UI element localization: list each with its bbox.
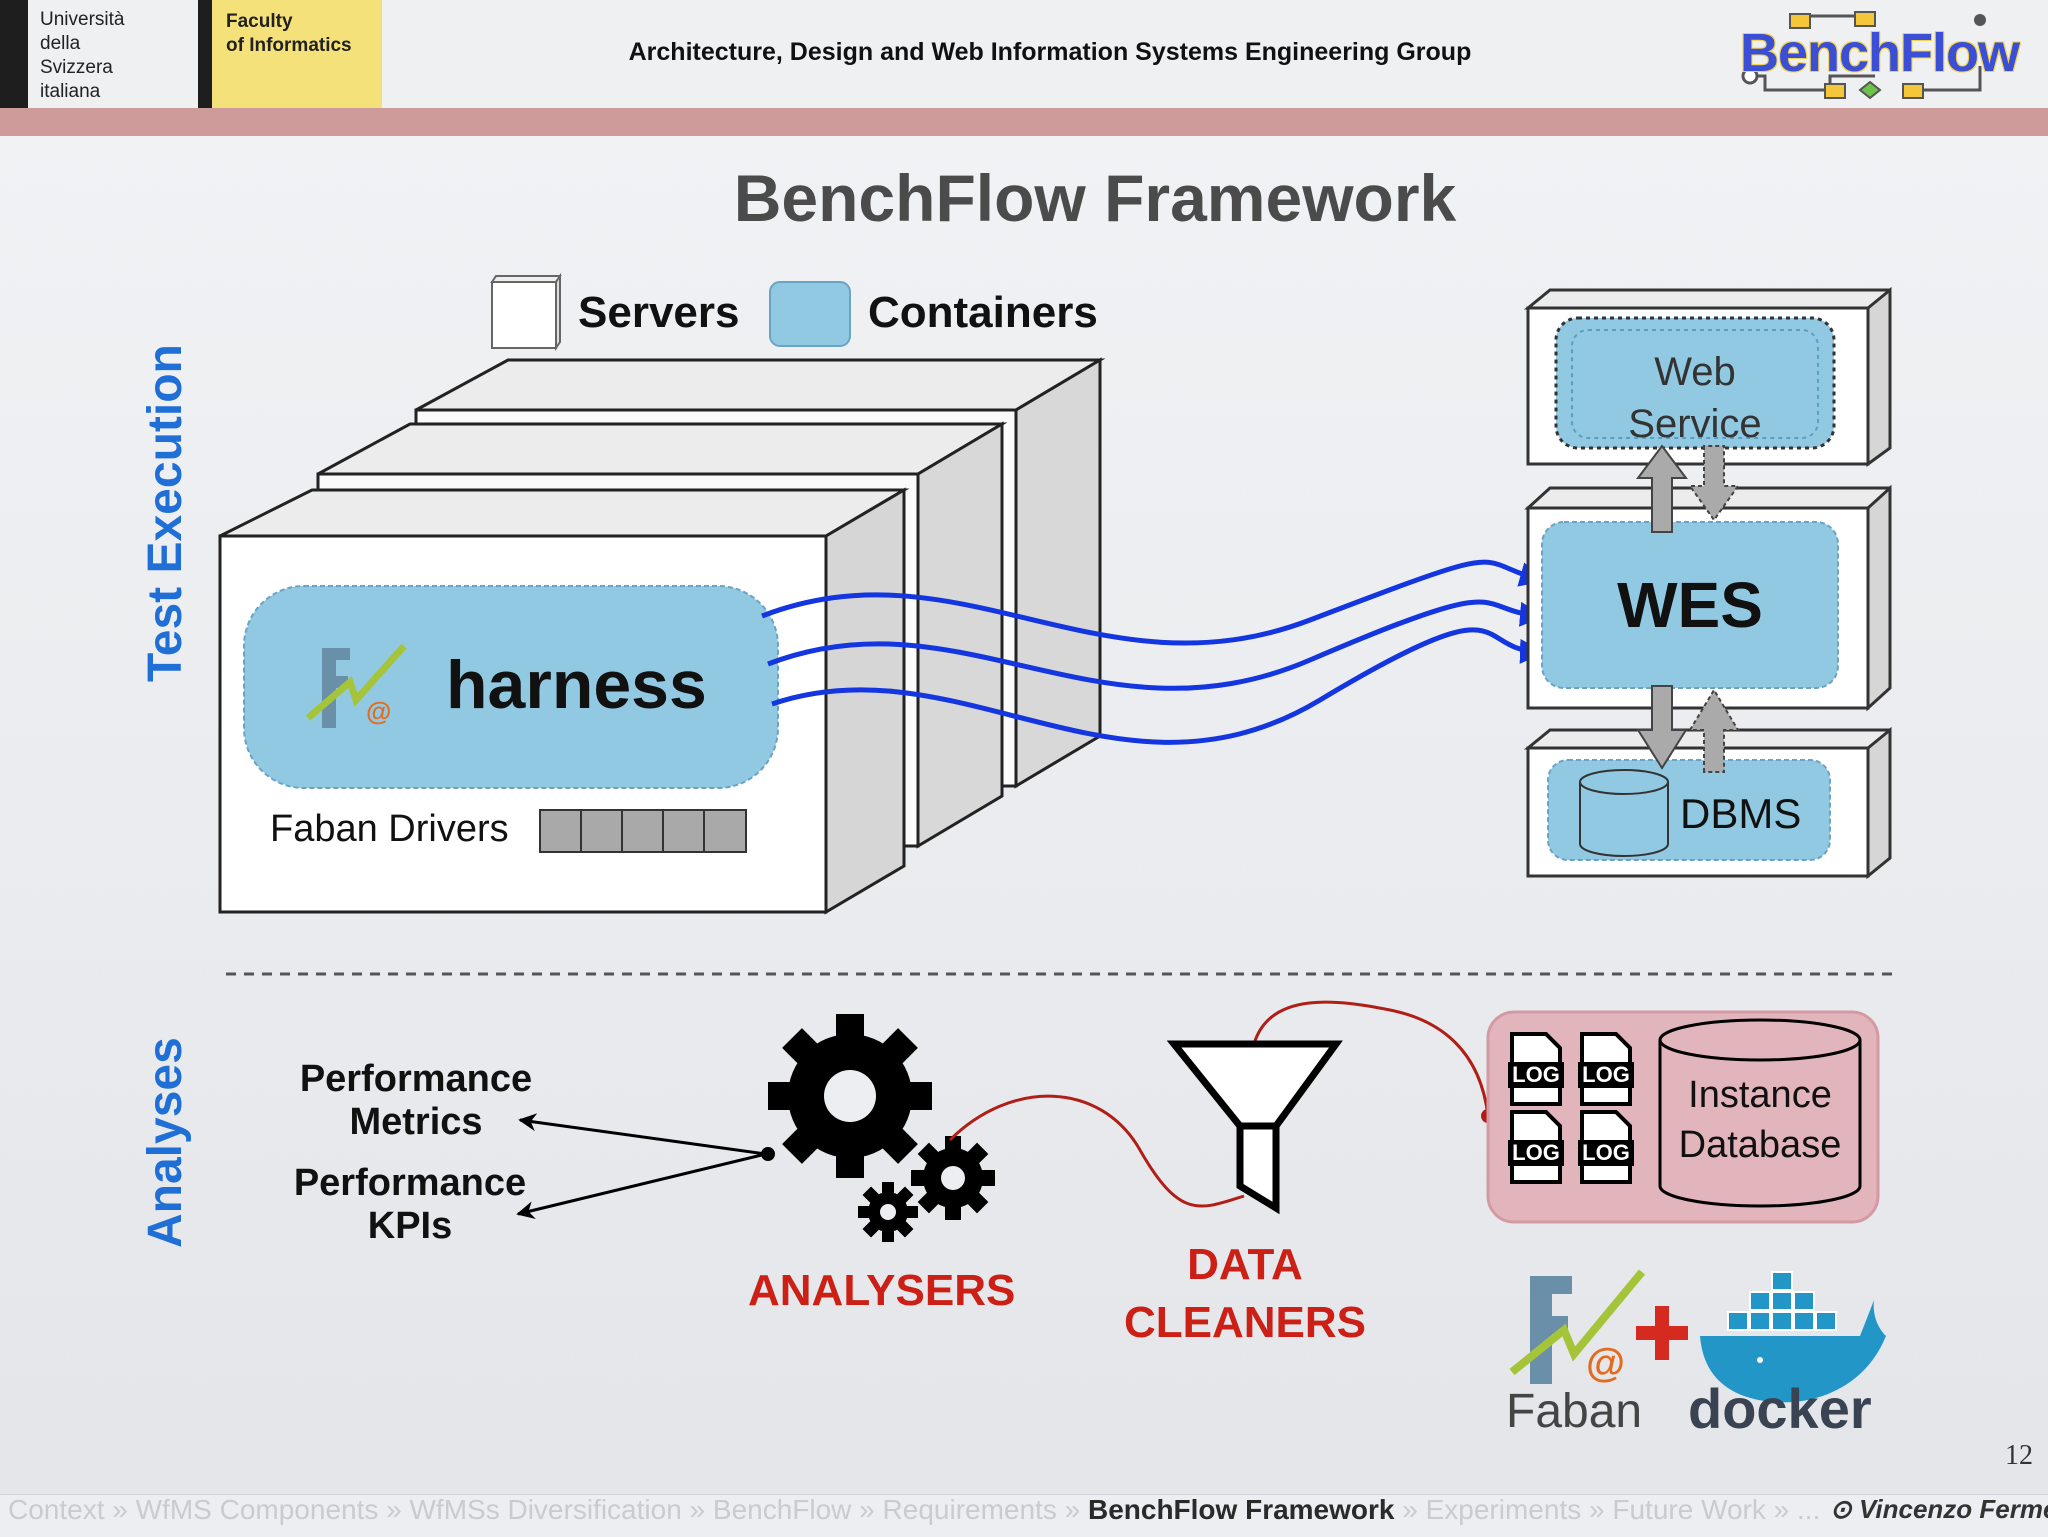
legend-containers-label: Containers	[868, 288, 1098, 337]
gears-icon	[768, 1014, 995, 1242]
web-service-label: Web Service	[1628, 350, 1762, 446]
breadcrumb-bar	[0, 1494, 2048, 1537]
plus-icon	[1636, 1306, 1688, 1360]
legend-server-swatch	[490, 272, 562, 352]
faban-logo: @	[1509, 1269, 1646, 1385]
log-label-1: LOG	[1512, 1062, 1560, 1087]
ws-wes-arrows	[1636, 444, 1740, 773]
page-number: 12	[2005, 1440, 2033, 1471]
harness-container	[243, 585, 779, 789]
docker-whale-icon	[1700, 1271, 1886, 1403]
group-name: Architecture, Design and Web Information…	[628, 38, 1472, 66]
benchflow-logo-text: BenchFlow	[1740, 23, 2020, 83]
log-label-2: LOG	[1582, 1062, 1630, 1087]
slide-title: BenchFlow Framework	[733, 161, 1457, 235]
web-service-server	[1523, 286, 1892, 467]
copyright-icon: ⊙	[1830, 1494, 1860, 1524]
author: ⊙ Vincenzo Ferme	[1830, 1494, 2048, 1524]
header-left-stripe	[0, 0, 28, 108]
svg-text:@: @	[1586, 1341, 1625, 1385]
dbms-server	[1523, 726, 1892, 880]
harness-label: harness	[446, 647, 707, 723]
log-label-3: LOG	[1512, 1140, 1560, 1165]
instance-db-cylinder	[1658, 1018, 1862, 1208]
analysers-joint	[761, 1147, 775, 1161]
wes-label: WES	[1617, 569, 1763, 641]
breadcrumb-next[interactable]: » Experiments » Future Work » ...	[1394, 1494, 1821, 1525]
analysers-label: ANALYSERS	[748, 1266, 1016, 1315]
data-cleaners-label: DATA CLEANERS	[1123, 1240, 1367, 1347]
data-flow-curves	[948, 1000, 1490, 1208]
performance-kpis-label: Performance KPIs	[293, 1162, 527, 1247]
benchflow-logo	[1741, 11, 1986, 100]
metric-arrows	[516, 1113, 767, 1219]
legend-servers-label: Servers	[578, 288, 740, 337]
faban-drivers-slots	[539, 809, 747, 853]
university-name: Università della Svizzera italiana	[40, 9, 125, 102]
log-files-icon	[1508, 1032, 1634, 1184]
breadcrumb-current: BenchFlow Framework	[1087, 1494, 1395, 1525]
performance-metrics-label: Performance Metrics	[299, 1058, 533, 1143]
wes-server	[1524, 484, 1892, 712]
svg-text:@: @	[366, 696, 391, 726]
load-arrows	[761, 559, 1545, 745]
faban-drivers-label: Faban Drivers	[270, 808, 509, 850]
log-label-4: LOG	[1582, 1140, 1630, 1165]
breadcrumb-previous[interactable]: Context » WfMS Components » WfMSs Divers…	[8, 1494, 1088, 1525]
faban-logo-text: Faban	[1506, 1385, 1643, 1438]
legend-container-swatch	[769, 281, 851, 347]
faculty-stripe	[198, 0, 212, 108]
instance-database-label: Instance Database	[1678, 1074, 1842, 1166]
header-rule	[0, 108, 2048, 136]
faban-icon: @	[305, 643, 407, 728]
dbms-label: DBMS	[1680, 790, 1802, 837]
funnel-icon	[1166, 1040, 1343, 1215]
breadcrumb: Context » WfMS Components » WfMSs Divers…	[8, 1494, 1820, 1526]
docker-logo-text: docker	[1688, 1377, 1872, 1440]
